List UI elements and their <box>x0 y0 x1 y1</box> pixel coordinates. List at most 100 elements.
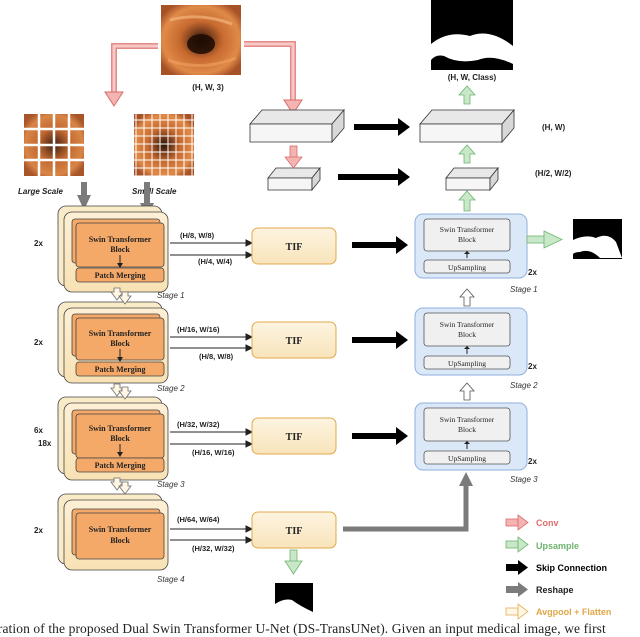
decoder-up-arrows <box>459 288 475 401</box>
encoder-repeat-3b: 18x <box>38 439 52 448</box>
conv-arrow-right <box>244 41 303 115</box>
small-scale-patches <box>134 114 194 176</box>
legend-reshape: Reshape <box>506 582 574 597</box>
decoder-stage-1: Swin Transformer Block UpSampling <box>414 213 528 279</box>
encoder-stage-label-4: Stage 4 <box>157 575 185 584</box>
svg-text:Block: Block <box>458 235 476 244</box>
tif-module-1: TIF <box>251 227 337 265</box>
svg-text:Block: Block <box>110 339 130 348</box>
svg-text:Block: Block <box>110 434 130 443</box>
svg-text:TIF: TIF <box>286 432 303 443</box>
encoder-to-tif-lines <box>170 239 254 544</box>
svg-text:Swin Transformer: Swin Transformer <box>440 415 495 424</box>
enc1-out-b: (H/4, W/4) <box>198 257 233 266</box>
patch-merging-2 <box>75 361 165 377</box>
enc1-out-a: (H/8, W/8) <box>180 231 215 240</box>
decoder-repeat-1: 2x <box>528 268 537 277</box>
svg-text:TIF: TIF <box>286 242 303 253</box>
enc4-out-a: (H/64, W/64) <box>177 515 220 524</box>
encoder-stage-3: Swin Transformer Block Patch Merging <box>57 396 169 481</box>
svg-text:Swin Transformer: Swin Transformer <box>89 424 152 433</box>
svg-text:UpSampling: UpSampling <box>448 454 486 463</box>
input-shape-label: (H, W, 3) <box>192 83 224 92</box>
svg-text:Conv: Conv <box>536 518 559 528</box>
small-scale-label: Small Scale <box>132 187 177 196</box>
slab-skip-arrows <box>338 118 410 186</box>
svg-text:Swin Transformer: Swin Transformer <box>89 235 152 244</box>
side-output-mask <box>573 219 622 259</box>
avgpool-arrows <box>110 287 132 495</box>
reshape-arrow-large <box>77 182 91 210</box>
decoder-stage-3: Swin Transformer Block UpSampling <box>414 402 528 471</box>
decoder-stage-2: Swin Transformer Block UpSampling <box>414 307 528 376</box>
enc2-out-a: (H/16, W/16) <box>177 325 220 334</box>
encoder-stage-label-3: Stage 3 <box>157 480 185 489</box>
feature-slab-right-full <box>419 108 515 144</box>
svg-text:Reshape: Reshape <box>536 585 574 595</box>
output-mask <box>431 0 513 70</box>
encoder-stage-4: Swin Transformer Block <box>57 493 169 571</box>
encoder-stage-label-1: Stage 1 <box>157 291 185 300</box>
decoder-upsample-arrows <box>458 144 476 212</box>
legend-upsample: Upsample <box>505 536 579 553</box>
feature-slab-left-half <box>267 166 321 192</box>
figure-caption: tration of the proposed Dual Swin Transf… <box>0 617 640 637</box>
feature-slab-left-full <box>249 108 345 144</box>
caption-text: tration of the proposed Dual Swin Transf… <box>0 621 606 636</box>
tif-module-3: TIF <box>251 417 337 455</box>
svg-text:Upsample: Upsample <box>536 541 579 551</box>
decoder-repeat-2: 2x <box>528 362 537 371</box>
large-scale-label: Large Scale <box>18 187 63 196</box>
dim-half-label: (H/2, W/2) <box>535 169 572 178</box>
legend-avgpool: Avgpool + Flatten <box>505 603 611 620</box>
svg-text:Avgpool + Flatten: Avgpool + Flatten <box>536 607 611 617</box>
svg-text:Block: Block <box>110 536 130 545</box>
svg-text:Patch Merging: Patch Merging <box>95 365 146 374</box>
encoder-block-4 <box>75 512 165 560</box>
svg-text:UpSampling: UpSampling <box>448 359 486 368</box>
svg-text:Block: Block <box>110 245 130 254</box>
encoder-repeat-1: 2x <box>34 239 43 248</box>
svg-text:TIF: TIF <box>286 526 303 537</box>
legend: Conv Upsample Skip Connection Reshape Av… <box>505 514 611 620</box>
tif-module-4: TIF <box>251 511 337 549</box>
enc3-out-a: (H/32, W/32) <box>177 420 220 429</box>
skip-connection-arrows <box>352 236 408 445</box>
feature-slab-right-half <box>445 166 499 192</box>
decoder-stage-label-2: Stage 2 <box>510 381 538 390</box>
output-shape-label: (H, W, Class) <box>448 73 497 82</box>
enc3-out-b: (H/16, W/16) <box>192 448 235 457</box>
encoder-repeat-3: 6x <box>34 426 43 435</box>
svg-text:Skip Connection: Skip Connection <box>536 563 607 573</box>
large-scale-patches <box>24 114 84 176</box>
legend-conv: Conv <box>505 514 559 531</box>
reshape-arrow-tif4 <box>343 472 473 532</box>
tif4-output-mask <box>275 583 313 615</box>
patch-merging-3 <box>75 457 165 473</box>
conv-arrow-left <box>104 43 158 107</box>
dim-full-label: (H, W) <box>542 123 565 132</box>
svg-text:Swin Transformer: Swin Transformer <box>440 225 495 234</box>
encoder-stage-label-2: Stage 2 <box>157 384 185 393</box>
legend-skip: Skip Connection <box>506 560 607 575</box>
upsample-arrow-tif4 <box>284 549 303 575</box>
enc2-out-b: (H/8, W/8) <box>199 352 234 361</box>
svg-text:Swin Transformer: Swin Transformer <box>89 329 152 338</box>
svg-text:Block: Block <box>458 330 476 339</box>
encoder-stage-1: Swin Transformer Block Patch Merging <box>57 205 169 293</box>
svg-text:Patch Merging: Patch Merging <box>95 271 146 280</box>
svg-text:Block: Block <box>458 425 476 434</box>
svg-text:Swin Transformer: Swin Transformer <box>89 525 152 534</box>
tif-module-2: TIF <box>251 321 337 359</box>
svg-text:TIF: TIF <box>286 336 303 347</box>
decoder-stage-label-1: Stage 1 <box>510 285 538 294</box>
upsample-arrow-output <box>458 85 476 105</box>
decoder-repeat-3: 2x <box>528 457 537 466</box>
patch-merging-1 <box>75 267 165 283</box>
encoder-repeat-2: 2x <box>34 338 43 347</box>
svg-text:Swin Transformer: Swin Transformer <box>440 320 495 329</box>
side-upsample-arrow <box>526 230 563 249</box>
input-image <box>161 5 241 75</box>
encoder-stage-2: Swin Transformer Block Patch Merging <box>57 301 169 384</box>
